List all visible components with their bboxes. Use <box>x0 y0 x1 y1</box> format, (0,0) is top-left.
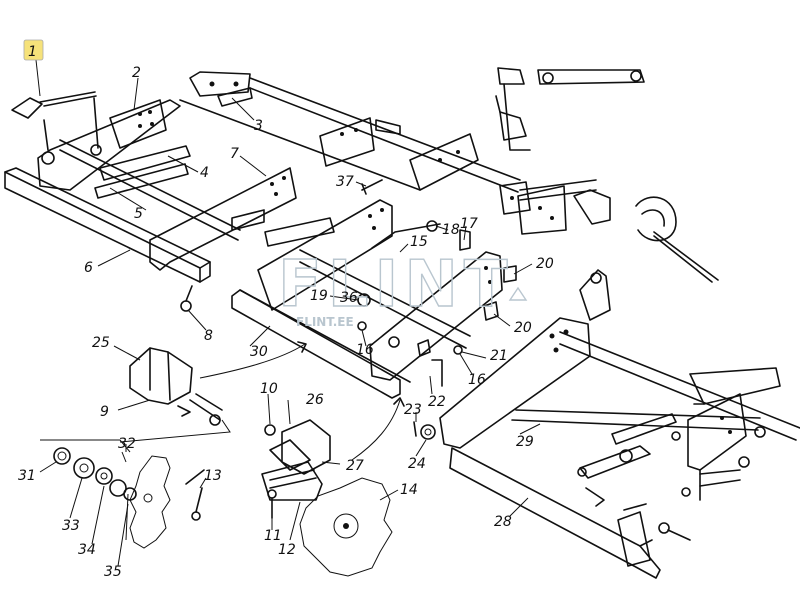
watermark-url: FLINT.EE <box>296 315 354 329</box>
callout-24[interactable]: 24 <box>408 456 426 472</box>
callout-27[interactable]: 27 <box>346 458 364 474</box>
callout-1-highlight <box>23 39 44 61</box>
callout-9[interactable]: 9 <box>100 404 109 420</box>
top-link-drawing <box>495 67 719 283</box>
right-frame-drawing <box>439 269 800 579</box>
callout-19[interactable]: 19 <box>310 288 328 304</box>
callout-29[interactable]: 29 <box>516 434 534 450</box>
callout-15[interactable]: 15 <box>410 234 428 250</box>
callout-2[interactable]: 2 <box>132 65 141 81</box>
callout-36[interactable]: 36 <box>340 290 358 306</box>
middle-frame-drawing <box>199 133 597 461</box>
callout-1[interactable]: 1 <box>28 44 37 60</box>
callout-13[interactable]: 13 <box>204 468 222 484</box>
callout-25[interactable]: 25 <box>92 335 110 351</box>
callout-37[interactable]: 37 <box>336 174 354 190</box>
watermark-logo: FLINT <box>278 248 514 322</box>
callout-26[interactable]: 26 <box>306 392 324 408</box>
callout-10[interactable]: 10 <box>260 381 278 397</box>
main-frame-drawing <box>4 71 521 312</box>
callout-31[interactable]: 31 <box>18 468 36 484</box>
callout-4[interactable]: 4 <box>200 165 209 181</box>
callout-23[interactable]: 23 <box>404 402 422 418</box>
callout-16a[interactable]: 16 <box>356 342 374 358</box>
watermark-triangle-icon <box>508 286 528 301</box>
callout-21[interactable]: 21 <box>490 348 508 364</box>
leader-lines <box>35 59 541 567</box>
callout-18[interactable]: 18 <box>442 222 460 238</box>
callout-14[interactable]: 14 <box>400 482 418 498</box>
hub-drawing <box>40 347 231 549</box>
callout-12[interactable]: 12 <box>278 542 296 558</box>
callout-30[interactable]: 30 <box>250 344 268 360</box>
callout-35[interactable]: 35 <box>104 564 122 580</box>
callout-3[interactable]: 3 <box>254 118 263 134</box>
callout-11[interactable]: 11 <box>264 528 282 544</box>
callout-5[interactable]: 5 <box>134 206 143 222</box>
callout-16b[interactable]: 16 <box>468 372 486 388</box>
callout-7[interactable]: 7 <box>230 146 239 162</box>
flint-watermark: FLINT FLINT.EE <box>277 247 528 329</box>
disc-bracket-drawing <box>261 419 436 577</box>
callout-8[interactable]: 8 <box>204 328 213 344</box>
callout-6[interactable]: 6 <box>84 260 93 276</box>
callout-32[interactable]: 32 <box>118 436 136 452</box>
callout-labels: 1 2 3 4 5 6 7 8 9 10 11 12 13 14 15 16 1… <box>18 39 554 580</box>
callout-34[interactable]: 34 <box>78 542 96 558</box>
callout-20a[interactable]: 20 <box>536 256 554 272</box>
callout-33[interactable]: 33 <box>62 518 80 534</box>
callout-20b[interactable]: 20 <box>514 320 532 336</box>
callout-22[interactable]: 22 <box>428 394 446 410</box>
callout-17[interactable]: 17 <box>460 216 478 232</box>
callout-28[interactable]: 28 <box>494 514 512 530</box>
